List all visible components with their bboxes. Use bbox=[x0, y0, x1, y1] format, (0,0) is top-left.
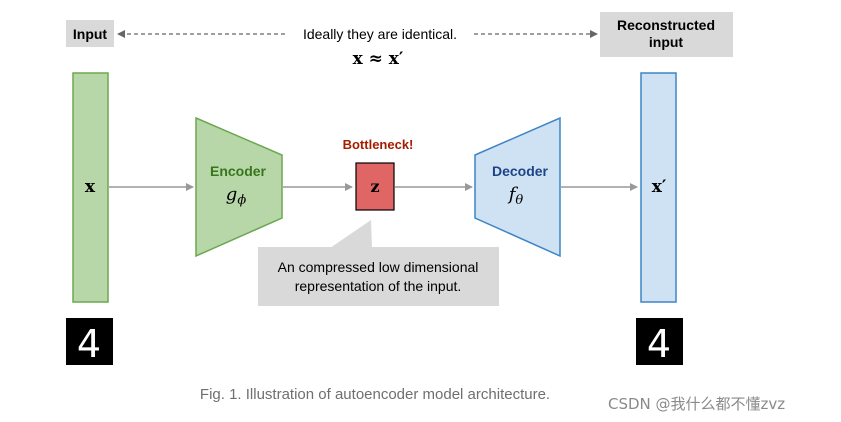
encoder-function-sub: ϕ bbox=[237, 193, 246, 208]
input-vector-symbol: x bbox=[85, 177, 96, 197]
input-label: Input bbox=[73, 26, 108, 42]
output-digit-image bbox=[636, 318, 683, 365]
relation-formula: x ≈ x′ bbox=[353, 49, 404, 69]
decoder-label: Decoder bbox=[492, 163, 549, 179]
input-vector-bar bbox=[72, 72, 109, 303]
bottleneck-label: Bottleneck! bbox=[343, 137, 414, 152]
output-vector-symbol: x′ bbox=[652, 177, 667, 197]
figure-caption: Fig. 1. Illustration of autoencoder mode… bbox=[199, 386, 551, 403]
encoder-function-name: g bbox=[226, 184, 238, 205]
callout-line2: representation of the input. bbox=[295, 278, 462, 294]
output-vector-bar bbox=[640, 72, 677, 303]
input-digit-image bbox=[66, 318, 113, 365]
encoder-function: gϕ bbox=[226, 184, 247, 208]
latent-z-symbol: z bbox=[370, 177, 379, 196]
reconstructed-label-box bbox=[600, 12, 733, 57]
encoder-label: Encoder bbox=[210, 163, 267, 179]
callout-pointer bbox=[330, 220, 372, 248]
callout-box bbox=[258, 247, 499, 306]
callout-line1: An compressed low dimensional bbox=[278, 259, 479, 275]
output-digit: 4 bbox=[647, 322, 671, 366]
encoder-block bbox=[195, 116, 283, 258]
input-label-box bbox=[66, 20, 114, 47]
latent-z-box bbox=[355, 162, 395, 211]
decoder-function-sub: θ bbox=[515, 193, 523, 208]
input-digit: 4 bbox=[77, 322, 101, 366]
reconstructed-label-line2: input bbox=[649, 34, 684, 50]
reconstructed-label-line1: Reconstructed bbox=[617, 17, 715, 33]
watermark: CSDN @我什么都不懂zvz bbox=[608, 395, 786, 413]
decoder-block bbox=[474, 116, 561, 258]
identical-note: Ideally they are identical. bbox=[303, 26, 457, 42]
